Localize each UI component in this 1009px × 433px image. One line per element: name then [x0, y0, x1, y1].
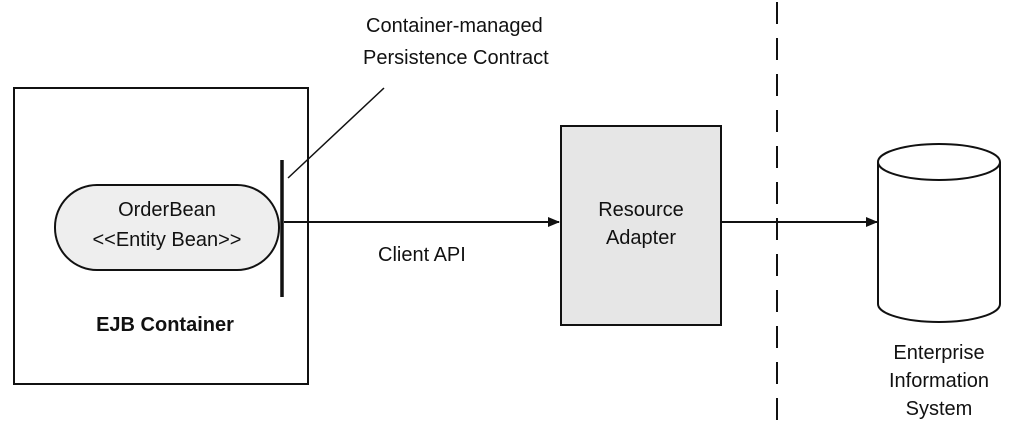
client-api-label: Client API	[378, 244, 466, 266]
bean-name-label: OrderBean	[118, 199, 216, 221]
contract-label-line-2: Persistence Contract	[363, 47, 549, 69]
container-label: EJB Container	[96, 314, 234, 336]
database-cylinder-icon	[877, 143, 1001, 323]
resource-adapter-box	[560, 125, 722, 326]
contract-leader-line	[287, 87, 385, 179]
order-bean-shape	[54, 184, 280, 271]
adapter-label-line-2: Adapter	[605, 227, 677, 249]
contract-label-line-1: Container-managed	[366, 15, 543, 37]
eis-label-line-1: Enterprise	[893, 342, 985, 364]
bean-stereotype-label: <<Entity Bean>>	[92, 229, 242, 251]
adapter-label-line-1: Resource	[598, 199, 684, 221]
eis-label-line-2: Information	[888, 370, 990, 392]
eis-label-line-3: System	[905, 398, 973, 420]
